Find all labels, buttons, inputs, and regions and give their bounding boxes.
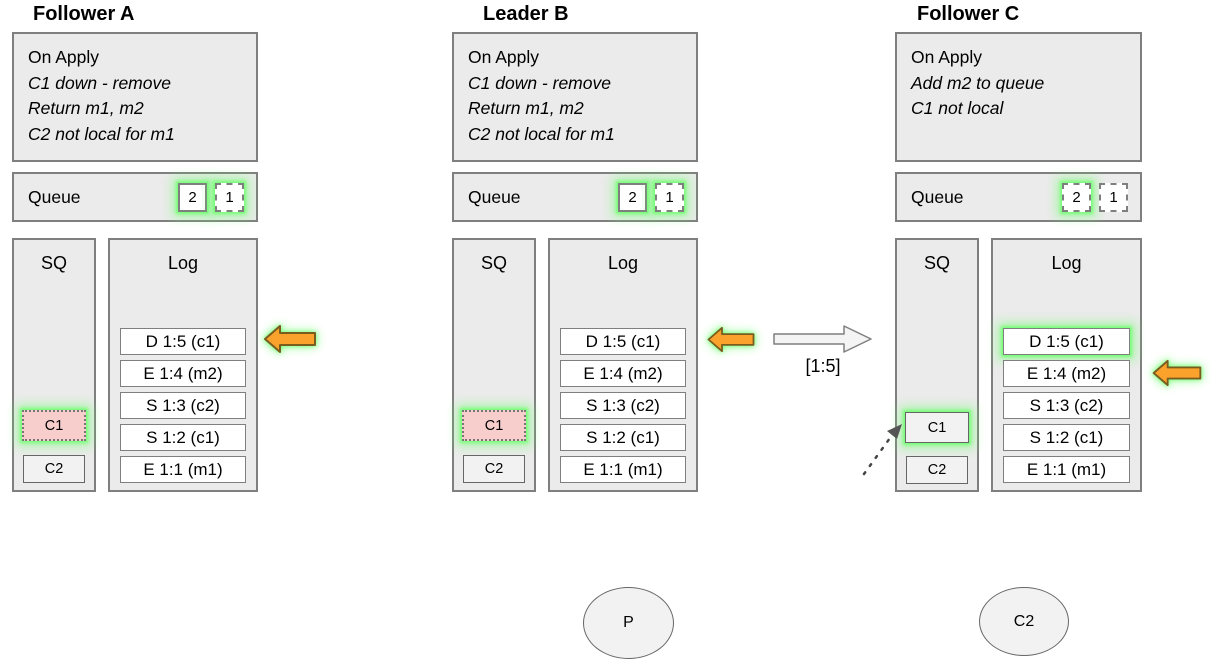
replicate-range-label: [1:5] — [805, 356, 841, 376]
on-apply-line: Return m1, m2 — [468, 98, 584, 118]
log-label: Log — [1051, 253, 1082, 273]
panel-follower-c: Follower C On Apply Add m2 to queue C1 n… — [895, 0, 1142, 492]
log-entries: D 1:5 (c1) E 1:4 (m2) S 1:3 (c2) S 1:2 (… — [120, 328, 246, 488]
sq-label: SQ — [40, 253, 67, 273]
on-apply-box: On Apply C1 down - remove Return m1, m2 … — [452, 32, 698, 162]
log-box: Log D 1:5 (c1) E 1:4 (m2) S 1:3 (c2) S 1… — [108, 238, 258, 492]
sq-log-row: SQ C1 C2 Log D 1:5 (c1) E 1:4 (m2) S 1:3… — [452, 238, 698, 492]
queue-box: Queue 2 1 — [452, 172, 698, 222]
panel-title: Follower A — [33, 3, 135, 25]
node-p: P — [583, 587, 674, 659]
queue-box: Queue 2 1 — [12, 172, 258, 222]
log-entry: D 1:5 (c1) — [120, 328, 246, 355]
sq-box: SQ C1 C2 — [452, 238, 536, 492]
log-entry: E 1:1 (m1) — [560, 456, 686, 483]
on-apply-line: C2 not local for m1 — [28, 123, 175, 144]
sq-log-row: SQ C1 C2 Log D 1:5 (c1) E 1:4 (m2) S 1:3… — [12, 238, 258, 492]
queue-item-1: 1 — [1099, 183, 1128, 212]
panel-title: Follower C — [917, 3, 1020, 25]
on-apply-line: Add m2 to queue — [911, 72, 1045, 93]
log-label: Log — [607, 253, 639, 273]
on-apply-header: On Apply — [28, 47, 100, 67]
sq-label: SQ — [923, 253, 950, 273]
queue-item-1: 1 — [215, 183, 244, 212]
sq-item-c1: C1 — [22, 410, 86, 441]
log-entry: S 1:3 (c2) — [1003, 392, 1130, 419]
log-entry: S 1:2 (c1) — [120, 424, 246, 451]
apply-pointer-arrow-b — [706, 326, 756, 358]
log-entry: D 1:5 (c1) — [1003, 328, 1130, 355]
log-entry: S 1:3 (c2) — [560, 392, 686, 419]
sq-item-c1: C1 — [462, 410, 526, 441]
log-entries: D 1:5 (c1) E 1:4 (m2) S 1:3 (c2) S 1:2 (… — [1003, 328, 1130, 488]
log-entry: E 1:1 (m1) — [120, 456, 246, 483]
on-apply-header: On Apply — [911, 47, 983, 67]
queue-item-2: 2 — [1062, 183, 1091, 212]
sq-log-row: SQ C1 C2 Log D 1:5 (c1) E 1:4 (m2) S 1:3… — [895, 238, 1142, 492]
apply-pointer-arrow-c — [1148, 359, 1206, 392]
log-entries: D 1:5 (c1) E 1:4 (m2) S 1:3 (c2) S 1:2 (… — [560, 328, 686, 488]
log-box: Log D 1:5 (c1) E 1:4 (m2) S 1:3 (c2) S 1… — [991, 238, 1142, 492]
log-entry: S 1:2 (c1) — [1003, 424, 1130, 451]
sq-box: SQ C1 C2 — [895, 238, 979, 492]
log-entry: E 1:4 (m2) — [560, 360, 686, 387]
queue-item-1: 1 — [655, 183, 684, 212]
sq-box: SQ C1 C2 — [12, 238, 96, 492]
panel-follower-a: Follower A On Apply C1 down - remove Ret… — [12, 0, 258, 492]
dotted-insert-arrow — [856, 410, 908, 485]
on-apply-box: On Apply Add m2 to queue C1 not local — [895, 32, 1142, 162]
queue-items: 2 1 — [1062, 183, 1128, 212]
queue-label: Queue — [911, 186, 964, 207]
on-apply-line: Return m1, m2 — [28, 98, 144, 118]
node-c2-label: C2 — [1013, 612, 1035, 630]
replicate-arrow — [772, 321, 874, 362]
apply-pointer-arrow-a — [263, 324, 317, 359]
on-apply-header: On Apply — [468, 47, 540, 67]
on-apply-line: C1 not local — [911, 98, 1004, 118]
log-entry: D 1:5 (c1) — [560, 328, 686, 355]
log-box: Log D 1:5 (c1) E 1:4 (m2) S 1:3 (c2) S 1… — [548, 238, 698, 492]
sq-item-c1: C1 — [905, 412, 969, 443]
queue-items: 2 1 — [618, 183, 684, 212]
log-entry: E 1:4 (m2) — [1003, 360, 1130, 387]
queue-label: Queue — [28, 186, 81, 207]
log-entry: E 1:1 (m1) — [1003, 456, 1130, 483]
sq-item-c2: C2 — [463, 455, 525, 483]
on-apply-line: C1 down - remove — [468, 72, 611, 93]
queue-item-2: 2 — [618, 183, 647, 212]
on-apply-line: C1 down - remove — [28, 72, 171, 93]
log-entry: E 1:4 (m2) — [120, 360, 246, 387]
on-apply-box: On Apply C1 down - remove Return m1, m2 … — [12, 32, 258, 162]
on-apply-line: C2 not local for m1 — [468, 123, 615, 144]
panel-leader-b: Leader B On Apply C1 down - remove Retur… — [452, 0, 698, 492]
sq-item-c2: C2 — [23, 455, 85, 483]
node-p-label: P — [623, 614, 634, 631]
node-c2: C2 — [979, 587, 1069, 656]
queue-box: Queue 2 1 — [895, 172, 1142, 222]
log-entry: S 1:3 (c2) — [120, 392, 246, 419]
queue-label: Queue — [468, 186, 521, 207]
queue-items: 2 1 — [178, 183, 244, 212]
queue-item-2: 2 — [178, 183, 207, 212]
sq-item-c2: C2 — [906, 456, 968, 484]
log-label: Log — [167, 253, 199, 273]
sq-label: SQ — [480, 253, 507, 273]
log-entry: S 1:2 (c1) — [560, 424, 686, 451]
panel-title: Leader B — [483, 3, 569, 25]
